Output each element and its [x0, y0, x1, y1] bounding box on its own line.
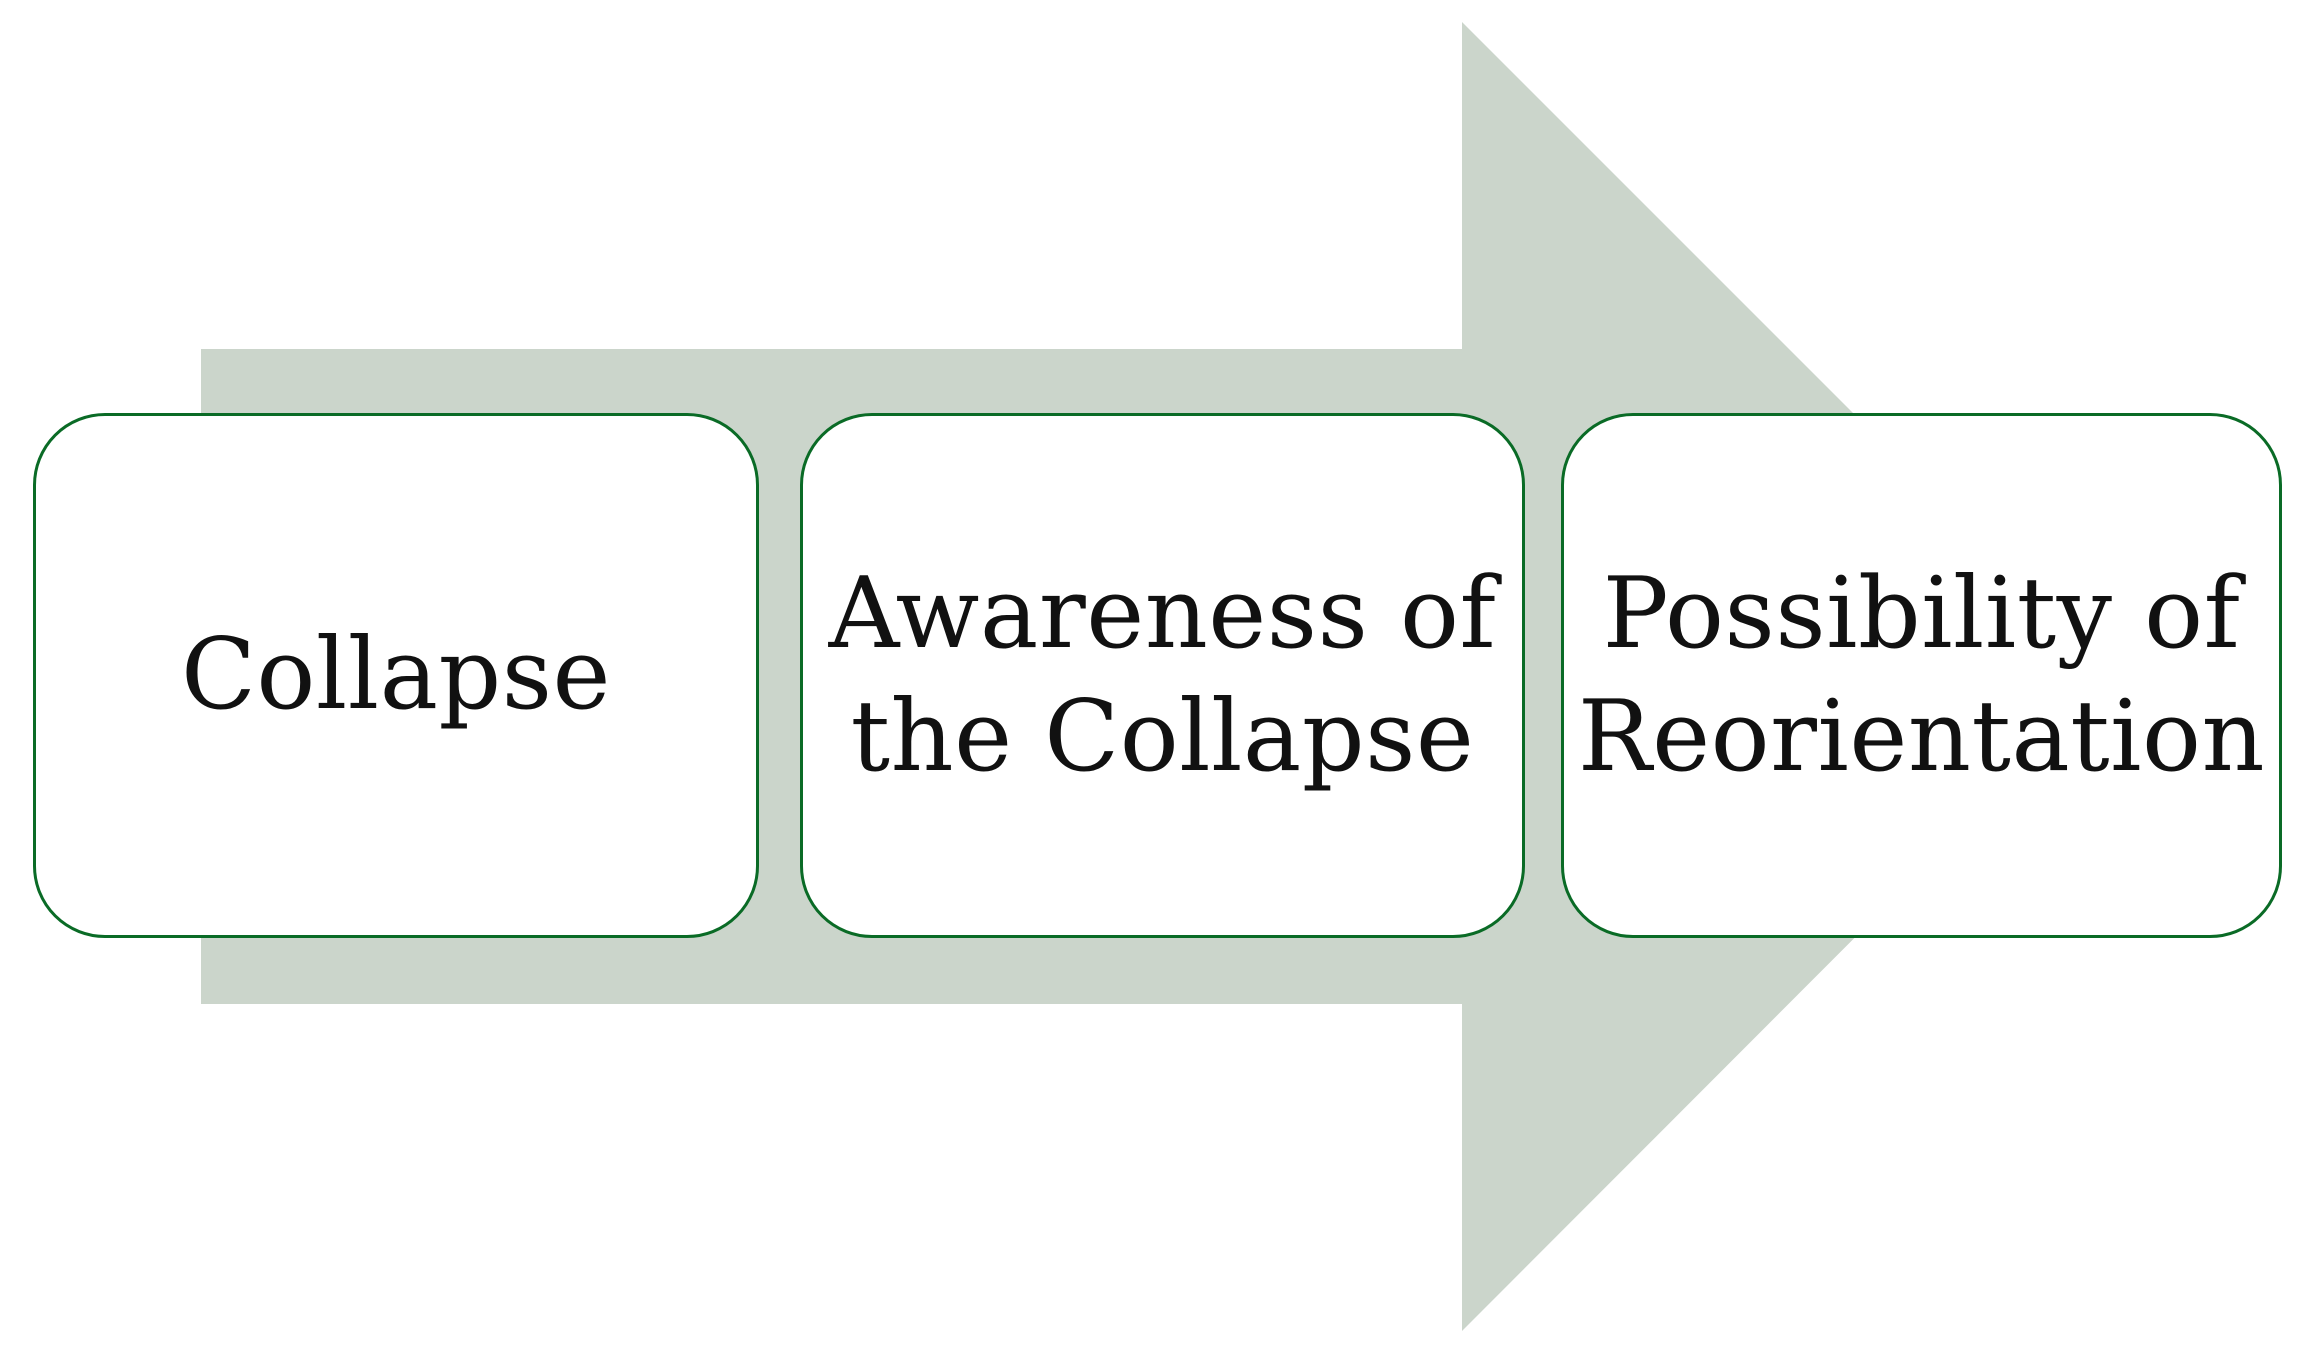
- stage-label-reorientation: Possibility of Reorientation: [1577, 557, 2266, 794]
- stage-box-collapse: Collapse: [33, 413, 759, 938]
- stage-label-collapse: Collapse: [180, 618, 612, 733]
- stage-label-awareness: Awareness of the Collapse: [828, 557, 1497, 794]
- stage-box-reorientation: Possibility of Reorientation: [1561, 413, 2282, 938]
- stage-box-awareness: Awareness of the Collapse: [800, 413, 1525, 938]
